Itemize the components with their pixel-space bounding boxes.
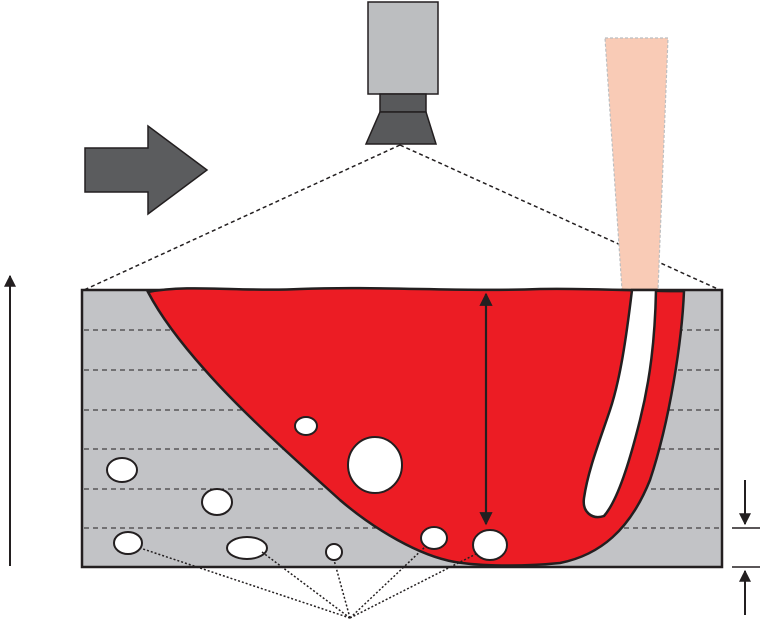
- camera-icon: [364, 1, 439, 145]
- camera-lens: [364, 111, 438, 145]
- inward-arrows-icon: [732, 480, 760, 615]
- pore: [472, 529, 508, 561]
- pores: [106, 416, 508, 561]
- camera-mount: [379, 93, 427, 113]
- arrow-right-icon: [84, 124, 209, 216]
- pore: [201, 488, 233, 516]
- pore: [113, 531, 143, 555]
- pore: [420, 526, 448, 550]
- laser-beam-icon: [604, 37, 669, 291]
- melt-pool-shape: [146, 286, 686, 567]
- pore: [106, 457, 138, 483]
- pore: [347, 436, 403, 494]
- pore: [226, 536, 268, 560]
- pore: [294, 416, 318, 436]
- camera-body: [367, 1, 439, 95]
- camera-field-of-view: [83, 144, 721, 291]
- pore-leader-lines: [139, 545, 477, 619]
- keyhole-shape: [582, 288, 658, 519]
- pore: [325, 543, 343, 561]
